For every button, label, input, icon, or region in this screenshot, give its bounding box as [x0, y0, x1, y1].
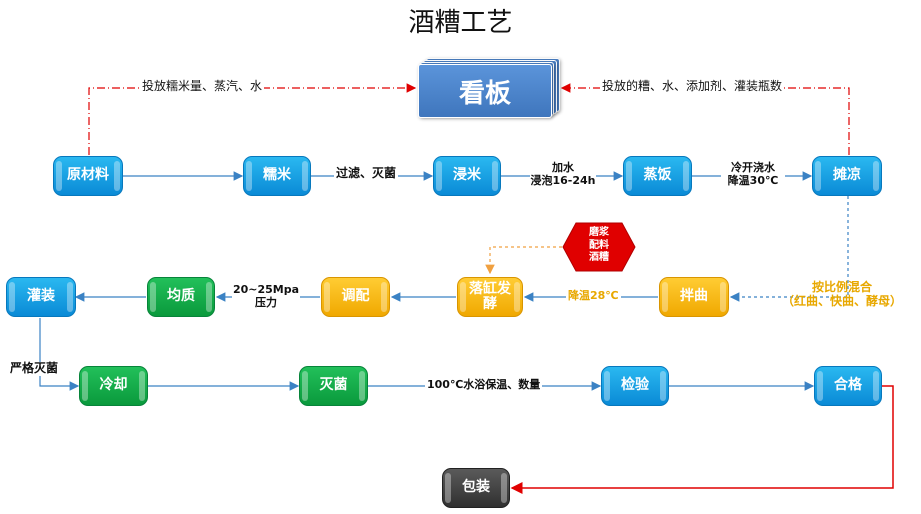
hex-shape: [562, 222, 636, 272]
arrow-hex-to-ferment: [485, 246, 562, 275]
label-pressure: 20~25Mpa 压力: [232, 283, 300, 310]
node-soak-rice: 浸米: [433, 156, 501, 196]
node-blending: 调配: [321, 277, 390, 317]
diagram-title: 酒糟工艺: [408, 8, 513, 38]
top-label-left: 投放糯米量、蒸汽、水: [140, 79, 265, 94]
top-label-right: 投放的糟、水、添加剂、灌装瓶数: [600, 79, 785, 94]
label-pressure-line1: 20~25Mpa: [232, 283, 300, 296]
hex-line-2: 配料: [589, 239, 609, 251]
label-mix-ratio: 按比例混合 （红曲、快曲、酵母）: [773, 280, 911, 309]
arrow-pass-to-package: [510, 385, 894, 494]
hex-text: 磨浆 配料 酒糟: [562, 227, 636, 265]
node-pass: 合格: [814, 366, 882, 406]
node-glutinous-rice: 糯米: [243, 156, 311, 196]
label-cool-water: 冷开浇水 降温30℃: [721, 161, 785, 188]
node-homogenize: 均质: [147, 277, 215, 317]
label-pressure-line2: 压力: [255, 295, 277, 309]
label-strict-sterilize: 严格灭菌: [9, 361, 60, 376]
node-packaging: 包装: [442, 468, 510, 508]
arrow-fill-to-cooling: [39, 318, 80, 391]
label-mix-ratio-line1: 按比例混合: [811, 280, 872, 294]
hex-line-3: 酒糟: [589, 252, 609, 263]
node-cooling: 冷却: [79, 366, 148, 406]
feed-line-right: [560, 83, 850, 155]
node-steam-rice: 蒸饭: [623, 156, 692, 196]
hex-line-1: 磨浆: [589, 227, 609, 238]
kanban-label: 看板: [418, 64, 552, 118]
label-water-bath: 100℃水浴保温、数量: [425, 378, 543, 392]
label-filter-sterilize: 过滤、灭菌: [334, 166, 399, 181]
node-filling: 灌装: [6, 277, 76, 317]
label-cool-28: 降温28℃: [566, 289, 621, 303]
feed-line-left: [88, 83, 417, 155]
label-soak-line2: 浸泡16-24h: [530, 173, 596, 187]
label-cool-water-line2: 降温30℃: [727, 173, 779, 187]
hex-ingredients: 磨浆 配料 酒糟: [562, 222, 636, 272]
node-sterilize: 灭菌: [299, 366, 368, 406]
label-mix-ratio-line2: （红曲、快曲、酵母）: [781, 293, 902, 308]
node-mix-koji: 拌曲: [659, 277, 729, 317]
kanban-board: 看板: [418, 58, 560, 118]
label-soak-line1: 加水: [552, 161, 574, 174]
label-soak: 加水 浸泡16-24h: [530, 161, 596, 188]
node-spread-cool: 摊凉: [812, 156, 882, 196]
label-cool-water-line1: 冷开浇水: [731, 161, 775, 174]
node-inspect: 检验: [601, 366, 669, 406]
node-ferment: 落缸发酵: [457, 277, 523, 317]
node-raw-material: 原材料: [53, 156, 123, 196]
